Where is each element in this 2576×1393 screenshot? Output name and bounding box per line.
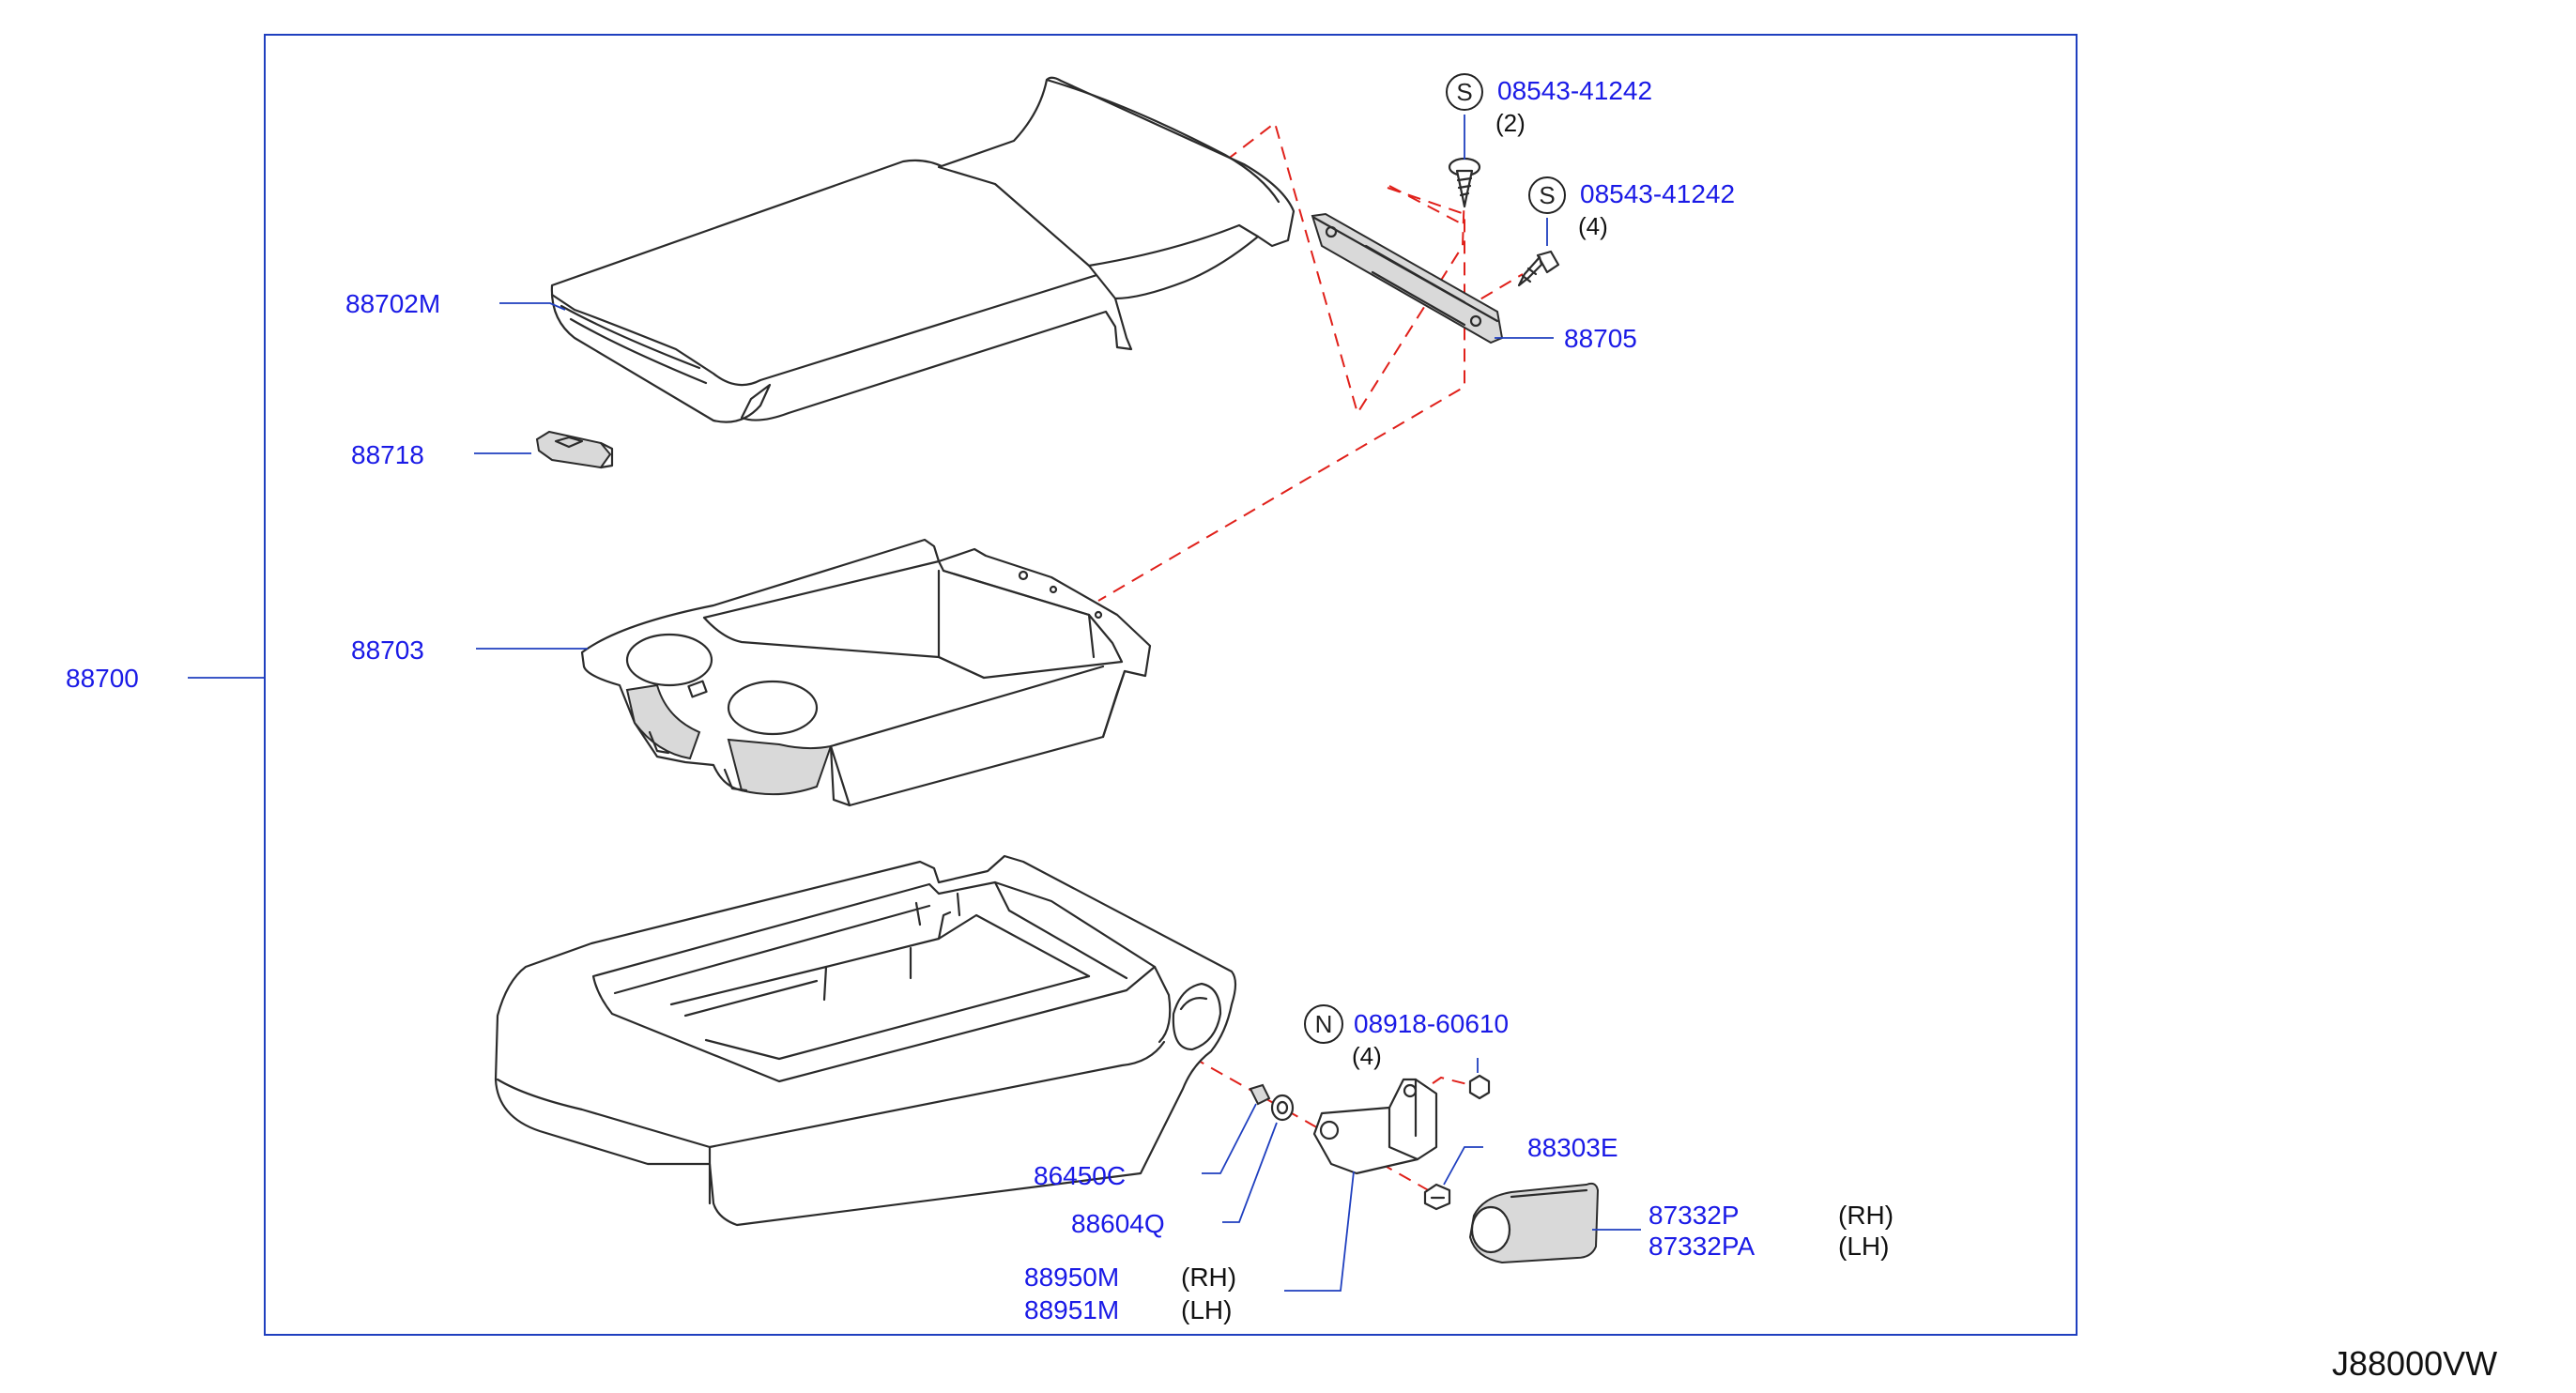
label-88950M[interactable]: 88950M [1024, 1263, 1119, 1292]
label-87332P[interactable]: 87332P [1648, 1201, 1740, 1230]
qty-08543-41242-a: (2) [1495, 109, 1526, 137]
assembly-frame [264, 34, 2078, 1336]
svg-text:S: S [1456, 78, 1472, 106]
label-88703[interactable]: 88703 [351, 635, 424, 665]
side-87332PA: (LH) [1838, 1232, 1889, 1261]
washer-88604Q[interactable] [1270, 1094, 1295, 1122]
side-87332P: (RH) [1838, 1201, 1894, 1230]
nut-08918 [1468, 1074, 1491, 1100]
fastener-symbol-s-2: S [1528, 176, 1566, 214]
label-08918-60610[interactable]: 08918-60610 [1354, 1009, 1509, 1038]
label-08543-41242-a[interactable]: 08543-41242 [1497, 76, 1652, 105]
diagram-code: J88000VW [2332, 1344, 2497, 1383]
fastener-symbol-n: N [1304, 1004, 1343, 1044]
label-87332PA[interactable]: 87332PA [1648, 1232, 1755, 1261]
cup-holder-tray[interactable] [580, 538, 1152, 807]
label-88702M[interactable]: 88702M [345, 289, 440, 318]
svg-text:S: S [1539, 181, 1555, 209]
side-88951M: (LH) [1181, 1295, 1232, 1324]
label-88700[interactable]: 88700 [66, 664, 139, 693]
svg-text:N: N [1315, 1010, 1333, 1038]
clip-88303E[interactable] [1423, 1183, 1451, 1211]
label-88705[interactable]: 88705 [1564, 324, 1637, 353]
qty-08918-60610: (4) [1352, 1042, 1382, 1070]
bracket[interactable] [1312, 1078, 1438, 1175]
label-88303E[interactable]: 88303E [1527, 1133, 1618, 1162]
side-88950M: (RH) [1181, 1263, 1236, 1292]
label-08543-41242-b[interactable]: 08543-41242 [1580, 179, 1735, 208]
nut-86450C[interactable] [1249, 1083, 1271, 1106]
label-88718[interactable]: 88718 [351, 440, 424, 469]
fastener-symbol-s-1: S [1446, 73, 1483, 111]
hinge-plate[interactable] [1311, 212, 1504, 344]
screw-top [1448, 157, 1481, 208]
armrest-base [494, 854, 1237, 1227]
label-88951M[interactable]: 88951M [1024, 1295, 1119, 1324]
hinge-cover[interactable] [535, 430, 614, 469]
qty-08543-41242-b: (4) [1578, 212, 1608, 240]
leader-lines [188, 115, 1641, 1292]
screw-side [1517, 250, 1560, 287]
armrest-lid[interactable] [550, 76, 1296, 423]
hinge-finisher[interactable] [1468, 1182, 1600, 1264]
label-88604Q[interactable]: 88604Q [1071, 1209, 1165, 1238]
label-86450C[interactable]: 86450C [1034, 1161, 1126, 1190]
